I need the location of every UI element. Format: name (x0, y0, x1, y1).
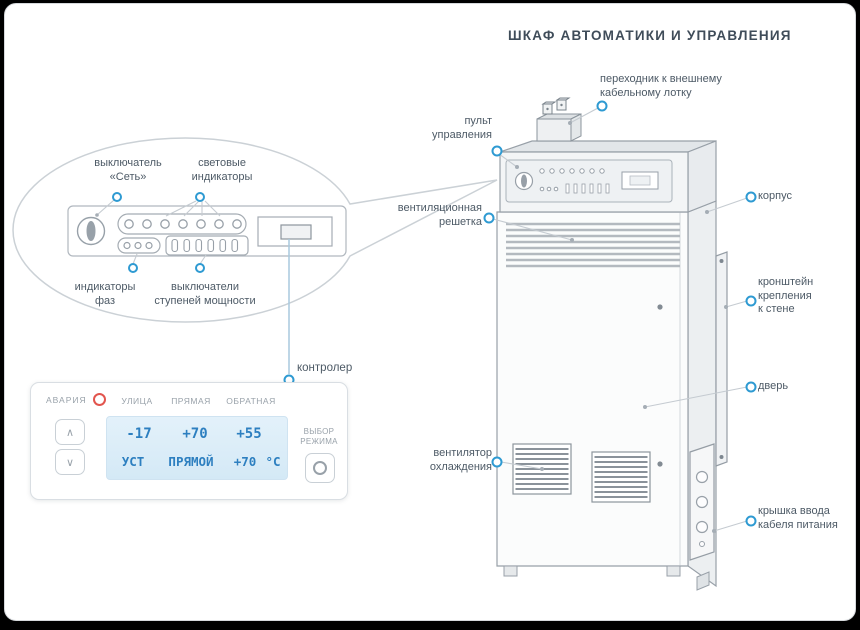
display-header-supply: ПРЯМАЯ (171, 396, 211, 406)
controller-display: -17 +70 +55 УСТ ПРЯМОЙ +70 °С (106, 416, 288, 480)
door-screw (657, 304, 663, 310)
label-anchor-circles (112, 100, 757, 527)
controller-panel: АВАРИЯ УЛИЦА ПРЯМАЯ ОБРАТНАЯ ∧ ∨ -17 +70… (30, 382, 348, 500)
control-panel-unit (499, 140, 717, 213)
setpoint-unit: °С (265, 454, 281, 469)
mode-button-label: ВЫБОР РЕЖИМА (300, 427, 338, 446)
label-body: корпус (758, 190, 793, 202)
page-title: ШКАФ АВТОМАТИКИ И УПРАВЛЕНИЯ (508, 28, 792, 43)
display-header-return: ОБРАТНАЯ (226, 396, 276, 406)
mode-select-button (305, 453, 335, 483)
label-controller: контролер (297, 362, 353, 374)
display-header-outdoor: УЛИЦА (121, 396, 153, 406)
setpoint-label: УСТ (121, 454, 145, 469)
up-button: ∧ (55, 419, 85, 445)
label-power-switch: выключатель «Сеть» (94, 157, 162, 183)
alarm-label: АВАРИЯ (46, 395, 87, 405)
stage-switches-mini (565, 183, 610, 194)
label-door: дверь (758, 380, 789, 392)
return-temp: +55 (236, 426, 262, 442)
label-cooling-fan: вентилятор охлаждения (429, 447, 492, 473)
chevron-down-icon: ∨ (65, 456, 75, 469)
label-phase-indicators: индикаторы фаз (74, 281, 136, 307)
cabinet-foot (666, 565, 681, 577)
label-stage-switches: выключатели ступеней мощности (154, 281, 256, 307)
mode-button-icon (313, 461, 327, 475)
down-button: ∨ (55, 449, 85, 475)
label-cable-entry-cover: крышка ввода кабеля питания (758, 505, 838, 531)
chevron-up-icon: ∧ (65, 426, 75, 439)
cabinet-foot (503, 565, 518, 577)
label-wall-bracket: кронштейн крепления к стене (758, 276, 814, 315)
leader-target-dots (95, 121, 728, 533)
alarm-led (93, 393, 106, 406)
callout-bubble (12, 137, 498, 323)
stage-switches (171, 238, 239, 253)
power-icon (521, 174, 527, 188)
wall-bracket (715, 251, 728, 467)
outdoor-temp: -17 (126, 426, 152, 442)
setpoint-value: +70 (233, 454, 257, 469)
cooling-fan-grilles (512, 443, 651, 503)
supply-temp: +70 (182, 426, 208, 442)
leader-lines (96, 107, 748, 532)
label-light-indicators: световые индикаторы (191, 157, 253, 183)
phase-leds (123, 241, 153, 250)
cable-tray-adapter (536, 97, 582, 142)
ventilation-grille (506, 222, 680, 268)
label-control-panel: пульт управления (432, 115, 492, 141)
label-cable-tray-adapter: переходник к внешнему кабельному лотку (600, 73, 722, 99)
indicator-leds-mini (539, 168, 605, 192)
setpoint-mode: ПРЯМОЙ (168, 454, 214, 469)
cable-entry-cover (689, 443, 715, 561)
cabinet-foot (696, 571, 710, 591)
door-screw (657, 461, 663, 467)
power-icon (86, 221, 96, 241)
label-ventilation-grille: вентиляционная решетка (397, 202, 482, 228)
indicator-leds (124, 219, 242, 229)
